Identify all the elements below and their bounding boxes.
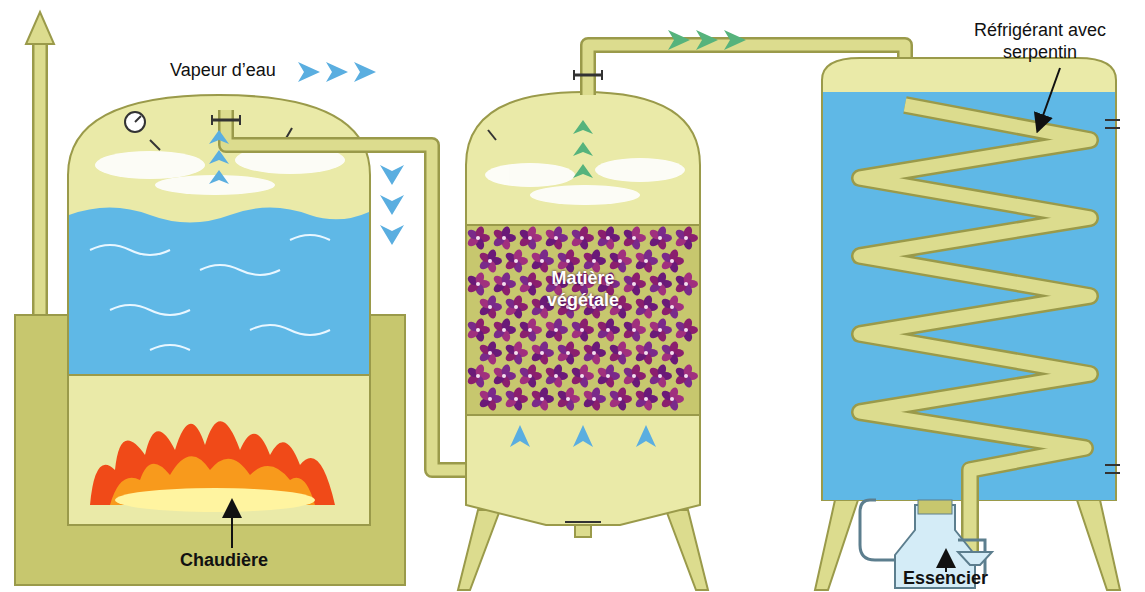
boiler-label: Chaudière: [180, 550, 268, 572]
plant-matter-label: Matière végétale: [520, 268, 646, 311]
steam-label: Vapeur d’eau: [170, 60, 276, 82]
essencier-label: Essencier: [903, 568, 988, 590]
condenser-label: Réfrigérant avec serpentin: [940, 20, 1140, 63]
